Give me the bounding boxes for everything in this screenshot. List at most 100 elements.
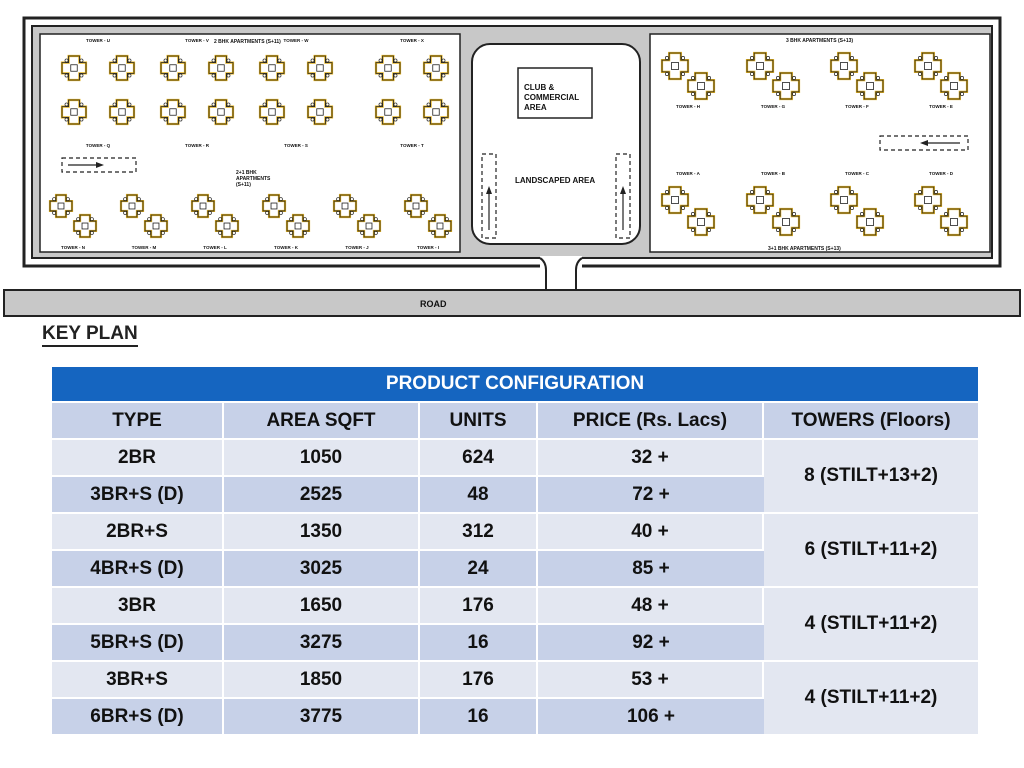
- tower-footprint: [771, 71, 801, 101]
- driveway-right: [615, 153, 631, 239]
- cell-price: 48 +: [538, 588, 764, 625]
- cell-towers: 6 (STILT+11+2): [764, 514, 979, 588]
- tower-footprint: [660, 51, 690, 81]
- arrow-left-head: [920, 140, 928, 146]
- landscaped-label: LANDSCAPED AREA: [515, 176, 595, 185]
- tower-footprint: [686, 71, 716, 101]
- tower-label: TOWER - C: [845, 171, 870, 176]
- cell-units: 312: [420, 514, 538, 551]
- cell-type: 5BR+S (D): [52, 625, 224, 662]
- cell-type: 3BR: [52, 588, 224, 625]
- driveway-left: [481, 153, 497, 239]
- tower-label: TOWER - K: [274, 245, 299, 250]
- club-box: [517, 67, 593, 119]
- tower-label: TOWER - I: [417, 245, 439, 250]
- header-units: UNITS: [420, 403, 538, 440]
- tower-footprint: [771, 207, 801, 237]
- arrow-right-head: [96, 162, 104, 168]
- cell-type: 4BR+S (D): [52, 551, 224, 588]
- header-type: TYPE: [52, 403, 224, 440]
- cell-area: 1850: [224, 662, 420, 699]
- tower-footprint: [939, 207, 969, 237]
- tower-label: TOWER - H: [676, 104, 700, 109]
- cell-type: 2BR: [52, 440, 224, 477]
- table-header-row: TYPE AREA SQFT UNITS PRICE (Rs. Lacs) TO…: [52, 403, 979, 440]
- tower-footprint: [261, 193, 287, 219]
- tower-footprint: [427, 213, 453, 239]
- tower-label: TOWER - L: [203, 245, 227, 250]
- club-commercial-zone: [471, 43, 641, 245]
- left-mid-caption-2: APARTMENTS: [236, 176, 271, 182]
- cell-price: 53 +: [538, 662, 764, 699]
- tower-footprint: [660, 185, 690, 215]
- tower-footprint: [829, 51, 859, 81]
- tower-footprint: [159, 54, 187, 82]
- tower-footprint: [207, 54, 235, 82]
- tower-footprint: [332, 193, 358, 219]
- tower-label: TOWER - J: [345, 245, 369, 250]
- tower-label: TOWER - U: [86, 38, 110, 43]
- cell-area: 1650: [224, 588, 420, 625]
- key-plan-title: KEY PLAN: [42, 323, 138, 347]
- tower-footprint: [258, 98, 286, 126]
- club-label-1: CLUB &: [524, 83, 554, 92]
- tower-footprint: [403, 193, 429, 219]
- tower-label: TOWER - Q: [86, 143, 111, 148]
- cell-towers: 4 (STILT+11+2): [764, 588, 979, 662]
- left-mid-caption-3: (S+11): [236, 182, 251, 188]
- tower-footprint: [422, 54, 450, 82]
- club-label-2: COMMERCIAL: [524, 93, 579, 102]
- tower-footprint: [374, 54, 402, 82]
- tower-footprint: [207, 98, 235, 126]
- tower-label: TOWER - F: [845, 104, 869, 109]
- cell-towers: 4 (STILT+11+2): [764, 662, 979, 736]
- tower-label: TOWER - W: [284, 38, 310, 43]
- product-configuration-table: PRODUCT CONFIGURATION TYPE AREA SQFT UNI…: [52, 367, 979, 736]
- cell-type: 3BR+S (D): [52, 477, 224, 514]
- tower-label: TOWER - S: [284, 143, 308, 148]
- site-plan: CLUB & COMMERCIAL AREA LANDSCAPED AREA 2…: [3, 16, 1021, 317]
- tower-footprint: [190, 193, 216, 219]
- cell-units: 16: [420, 625, 538, 662]
- table-row: 2BR+S 1350 312 40 + 6 (STILT+11+2): [52, 514, 979, 588]
- cell-area: 2525: [224, 477, 420, 514]
- header-area: AREA SQFT: [224, 403, 420, 440]
- tower-footprint: [855, 71, 885, 101]
- table-title: PRODUCT CONFIGURATION: [52, 367, 979, 403]
- table-row: 4BR+S (D) 3025 24 85 +: [52, 551, 978, 588]
- driveway-right-zone: [879, 135, 969, 151]
- tower-footprint: [60, 98, 88, 126]
- tower-footprint: [108, 54, 136, 82]
- tower-footprint: [143, 213, 169, 239]
- cell-price: 92 +: [538, 625, 764, 662]
- road-label: ROAD: [420, 299, 447, 309]
- tower-label: TOWER - N: [61, 245, 85, 250]
- cell-type: 6BR+S (D): [52, 699, 224, 736]
- cell-price: 106 +: [538, 699, 764, 736]
- cell-towers: 8 (STILT+13+2): [764, 440, 979, 514]
- cell-area: 3775: [224, 699, 420, 736]
- cell-price: 40 +: [538, 514, 764, 551]
- cell-units: 624: [420, 440, 538, 477]
- tower-label: TOWER - A: [676, 171, 700, 176]
- cell-price: 32 +: [538, 440, 764, 477]
- left-block-caption: 2 BHK APARTMENTS (S+11): [214, 39, 281, 45]
- entrance-edge-left: [539, 257, 547, 290]
- table-row: 5BR+S (D) 3275 16 92 +: [52, 625, 978, 662]
- tower-footprint: [48, 193, 74, 219]
- arrow-head-left: [486, 186, 492, 194]
- club-label-3: AREA: [524, 103, 547, 112]
- table-row: 3BR+S (D) 2525 48 72 +: [52, 477, 978, 514]
- cell-area: 3025: [224, 551, 420, 588]
- cell-units: 24: [420, 551, 538, 588]
- cell-area: 3275: [224, 625, 420, 662]
- tower-label: TOWER - R: [185, 143, 210, 148]
- cell-price: 72 +: [538, 477, 764, 514]
- table-row: 3BR+S 1850 176 53 + 4 (STILT+11+2): [52, 662, 979, 736]
- header-towers: TOWERS (Floors): [764, 403, 979, 440]
- tower-label: TOWER - M: [132, 245, 157, 250]
- table-row: 3BR 1650 176 48 + 4 (STILT+11+2): [52, 588, 979, 662]
- tower-label: TOWER - B: [761, 171, 786, 176]
- tower-footprint: [913, 51, 943, 81]
